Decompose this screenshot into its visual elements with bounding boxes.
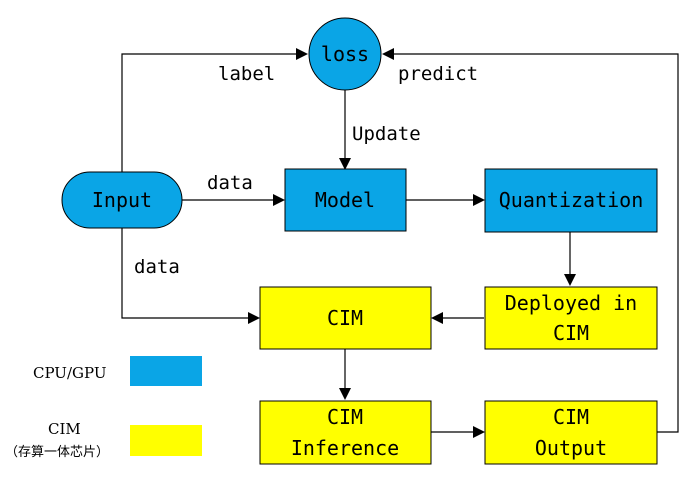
node-input-label: Input	[92, 188, 152, 212]
edge-label-data-model: data	[207, 172, 253, 194]
node-output-line1: CIM	[553, 405, 589, 429]
legend-cpu-gpu-swatch	[130, 356, 202, 386]
node-quantization-label: Quantization	[499, 188, 644, 212]
node-cim-output: CIM Output	[484, 400, 658, 465]
node-quantization: Quantization	[484, 168, 658, 233]
node-loss: loss	[308, 17, 382, 91]
node-model-label: Model	[315, 188, 375, 212]
node-deployed-line2: CIM	[553, 321, 589, 345]
legend-cpu-gpu-label: CPU/GPU	[33, 364, 106, 382]
node-output-line2: Output	[535, 436, 607, 460]
legend: CPU/GPU CIM （存算一体芯片）	[5, 356, 202, 460]
edge-label-data-cim: data	[134, 256, 180, 278]
node-input: Input	[61, 171, 183, 229]
node-deployed-in-cim: Deployed in CIM	[484, 286, 658, 350]
node-deployed-line1: Deployed in	[505, 291, 637, 315]
edge-input-to-loss	[121, 48, 308, 172]
edge-label-label: label	[218, 63, 275, 85]
node-inference-line1: CIM	[327, 405, 363, 429]
legend-cim-sub: （存算一体芯片）	[5, 445, 109, 460]
legend-cim-swatch	[130, 425, 202, 456]
legend-cim-label: CIM	[48, 420, 81, 438]
node-cim: CIM	[259, 286, 432, 350]
edge-input-to-cim	[121, 228, 260, 324]
edge-label-update: Update	[352, 123, 421, 145]
edge-output-to-loss	[382, 48, 679, 433]
node-loss-label: loss	[321, 42, 369, 66]
node-inference-line2: Inference	[291, 436, 399, 460]
node-model: Model	[284, 168, 407, 232]
node-cim-label: CIM	[327, 306, 363, 330]
edge-label-predict: predict	[398, 63, 478, 85]
node-cim-inference: CIM Inference	[259, 400, 432, 465]
